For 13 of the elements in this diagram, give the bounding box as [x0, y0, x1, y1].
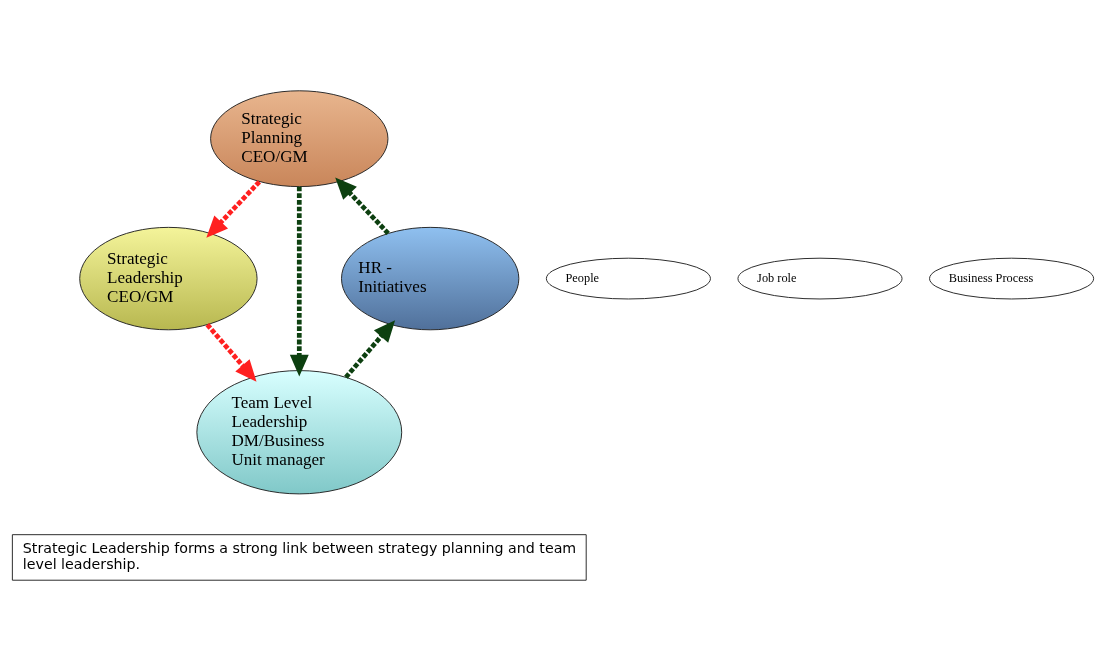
node-ellipse: People — [545, 257, 711, 300]
arrow — [289, 186, 309, 377]
arrow — [344, 320, 396, 379]
node-ellipse: Strategic Leadership CEO/GM — [79, 226, 258, 331]
arrow — [205, 323, 257, 382]
node-box: Strategic Leadership forms a strong link between strategy planning and team level leadership. — [11, 534, 587, 581]
node-ellipse: Business Process — [929, 257, 1095, 300]
node-ellipse: Job role — [737, 257, 903, 300]
node-ellipse: HR - Initiatives — [341, 226, 520, 331]
node-ellipse: Team Level Leadership DM/Business Unit manager — [196, 370, 403, 495]
node-ellipse: Strategic Planning CEO/GM — [210, 90, 389, 188]
arrow — [206, 180, 262, 238]
arrow — [335, 177, 390, 235]
